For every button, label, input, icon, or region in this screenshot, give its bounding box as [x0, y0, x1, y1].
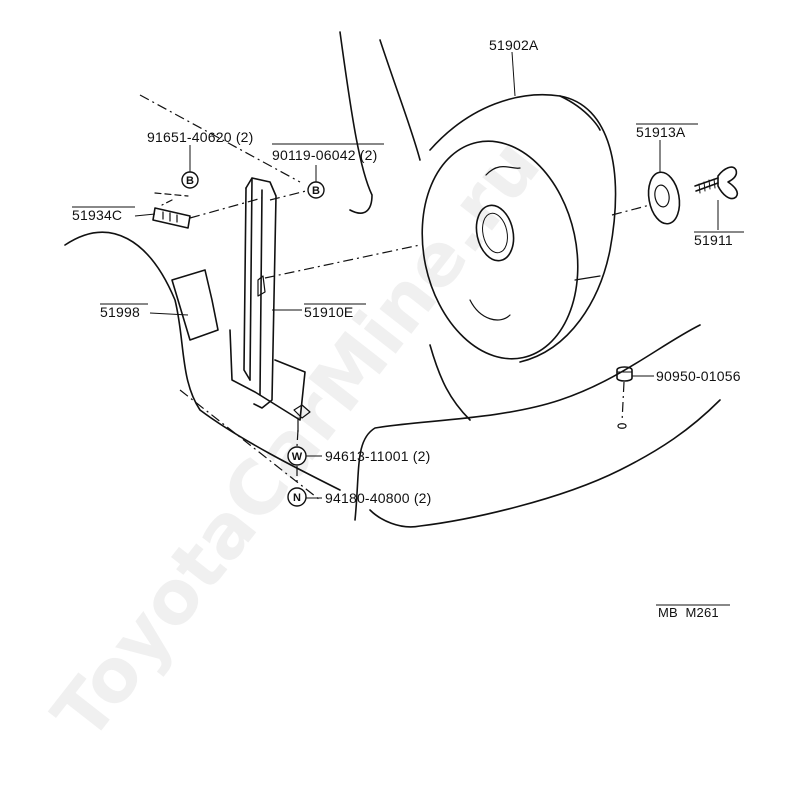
floor-outline [354, 324, 701, 521]
leader-tire-to-cap [611, 204, 651, 216]
leader-tire-label [511, 51, 516, 97]
ref-code: MB M261 [658, 605, 719, 620]
bolt-b-group [154, 192, 189, 206]
floor-inner-line [429, 344, 471, 421]
marker-b-lower: B [307, 181, 325, 199]
wing-bolt [694, 166, 739, 200]
floor-outline-lower [369, 399, 721, 528]
label-pad: 51998 [100, 304, 140, 320]
leader-bracket-to-b [269, 189, 311, 201]
body-outline-left-arc [64, 231, 341, 491]
label-bolt-b-lower: 90119-06042 (2) [272, 147, 377, 163]
marker-w: W [287, 446, 307, 466]
label-washer: 94613-11001 (2) [325, 448, 430, 464]
marker-b-upper: B [181, 171, 199, 189]
label-clip: 51934C [72, 207, 122, 223]
leader-plug-to-hole [621, 381, 625, 423]
label-tire: 51902A [489, 37, 539, 53]
pad [171, 269, 219, 341]
body-outline-top [339, 31, 373, 214]
label-nut: 94180-40800 (2) [325, 490, 432, 506]
marker-n: N [287, 487, 307, 507]
leader-bracket-to-tire [264, 244, 421, 279]
body-outline-right [379, 39, 421, 161]
leader-bracket-to-washer [296, 429, 299, 447]
plug-hole [617, 423, 627, 429]
spare-tire [421, 93, 617, 363]
marker-w-text: W [292, 451, 303, 463]
leader-clip-label [134, 213, 156, 217]
label-bolt: 51911 [694, 232, 733, 248]
hub-cap [647, 171, 681, 225]
clip [152, 207, 191, 229]
plug [616, 366, 633, 382]
carrier-bracket [229, 177, 311, 433]
label-bracket: 51910E [304, 304, 353, 320]
marker-b-upper-text: B [186, 175, 194, 187]
marker-n-text: N [293, 492, 301, 504]
marker-b-lower-text: B [312, 185, 320, 197]
leader-clip-to-bracket [189, 197, 263, 219]
label-hub-cap: 51913A [636, 124, 686, 140]
label-bolt-b-upper: 91651-40620 (2) [147, 129, 254, 145]
label-plug: 90950-01056 [656, 368, 741, 384]
leader-pad-label [149, 312, 189, 316]
